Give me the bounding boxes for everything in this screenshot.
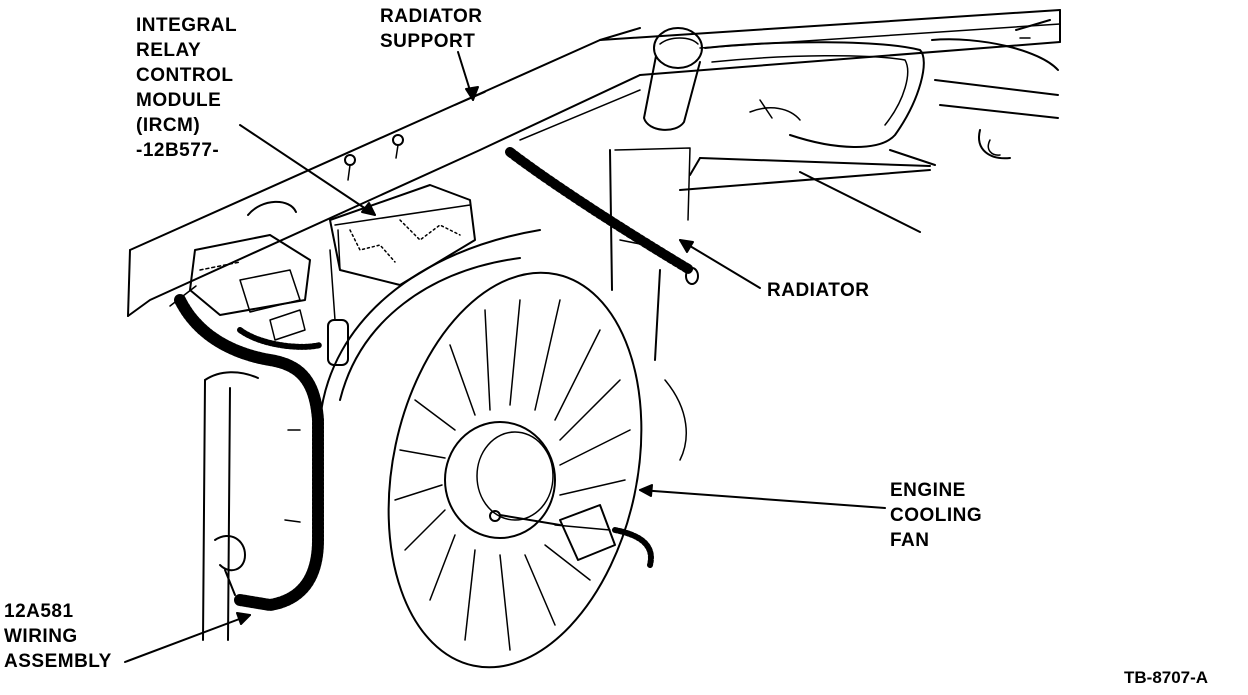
relay-cluster [189,234,349,366]
fan-connector [489,504,654,568]
leader-wiring-assembly [124,612,251,663]
leader-radiator [679,239,761,289]
label-radiator-support: RADIATOR SUPPORT [380,6,483,52]
label-radiator: RADIATOR [767,280,870,301]
radiator-cap [643,27,703,131]
wiring-harness [174,294,324,611]
label-engine-cooling-fan: ENGINE COOLING FAN [890,480,983,551]
radiator-hose [505,147,699,285]
fender-apron [679,19,1059,233]
leader-cooling-fan [639,484,886,509]
figure-id: TB-8707-A [1124,668,1209,687]
radiator-support-panel [127,9,1061,317]
leader-ircm [239,124,376,216]
label-wiring-assembly: 12A581 WIRING ASSEMBLY [4,601,112,672]
radiator-core [609,147,691,461]
fan-shroud [202,229,541,641]
leader-radiator-support [457,51,479,101]
top-harness [704,41,936,166]
label-ircm: INTEGRAL RELAY CONTROL MODULE (IRCM) -12… [136,15,238,161]
ircm-module [329,134,476,286]
cooling-fan [387,271,643,669]
